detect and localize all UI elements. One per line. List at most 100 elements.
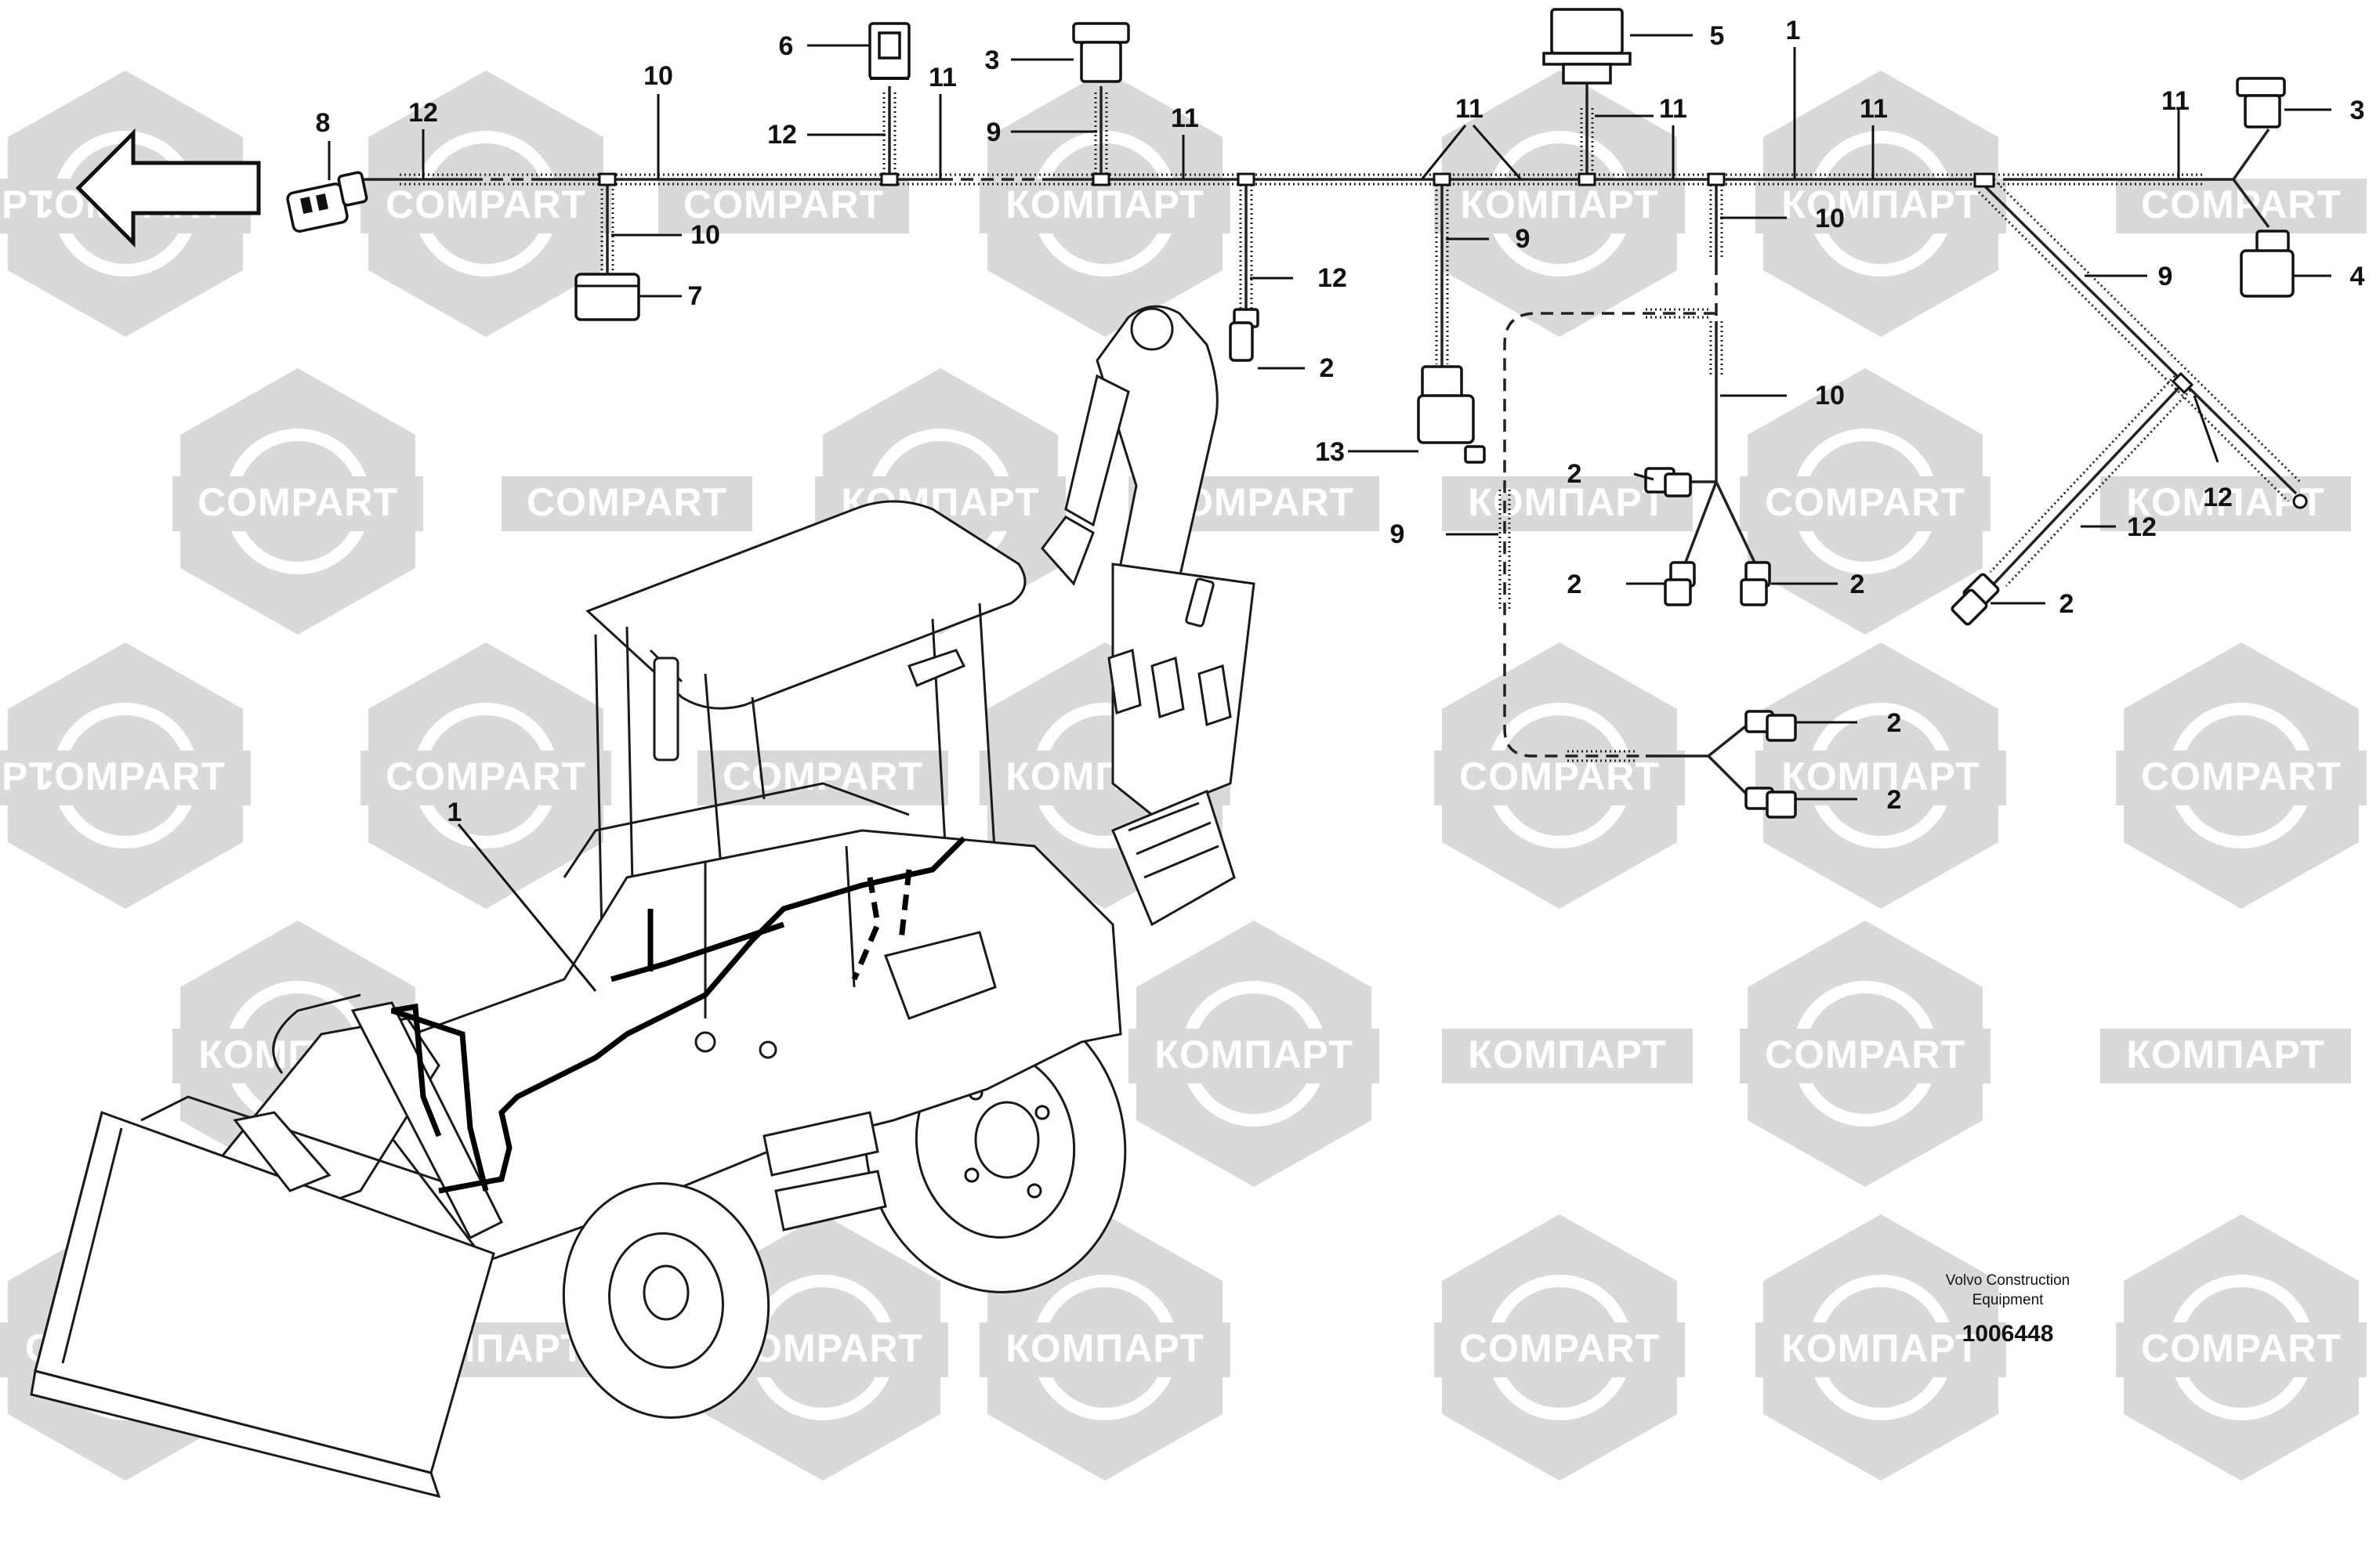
watermark-band [2100,1029,2351,1083]
machine-harness [390,836,966,1194]
watermark-band [1740,1029,1991,1083]
watermark-band [360,751,611,805]
callout-5: 5 [1710,21,1725,51]
watermark-text: COMPART [1765,1033,1965,1076]
watermark-text: COMPART [1765,480,1965,524]
connector-3-top [1072,22,1130,83]
control-box [1111,789,1236,927]
watermark-text: КОМПАРТ [1005,1326,1204,1370]
callout-9: 9 [987,118,1002,147]
callouts: 8 12 10 10 7 6 12 11 3 9 11 12 2 11 9 13… [316,16,2365,827]
watermark-band [1740,476,1991,531]
credit-block: Volvo Construction Equipment 1006448 [1946,1272,2070,1347]
callout-3: 3 [2350,96,2365,125]
callout-2: 2 [2059,589,2074,619]
callout-10: 10 [690,220,720,250]
watermark-text: КОМПАРТ [1154,1033,1353,1076]
callout-6: 6 [779,31,794,61]
callout-3: 3 [985,45,1000,75]
credit-line-2: Equipment [1972,1292,2045,1308]
callout-4: 4 [2350,262,2365,291]
callout-2: 2 [1850,570,1865,599]
callout-12: 12 [2203,483,2233,512]
watermark-text: PT [2,754,53,798]
watermark-text: COMPART [527,480,727,524]
watermark-text: PT [2,183,53,226]
connector-3-right [2236,77,2286,128]
callout-2: 2 [1887,708,1902,738]
connector-5 [1542,8,1632,85]
front-wheel [562,1182,770,1419]
watermark-band [502,476,752,531]
watermark-band [1442,1029,1693,1083]
watermark-text: COMPART [25,754,226,798]
callout-10: 10 [643,61,673,91]
watermark-text: COMPART [1459,1326,1660,1370]
watermark-band [2100,476,2351,531]
callout-12: 12 [1317,263,1347,293]
watermark-text: COMPART [2141,754,2342,798]
callout-2: 2 [1887,785,1902,815]
connector-2-b [1644,467,1692,497]
credit-line-1: Volvo Construction [1946,1272,2070,1289]
watermark-band [980,1322,1230,1377]
connector-2-g [1951,573,2000,626]
connector-2-a [1229,308,1259,362]
callout-13: 13 [1315,437,1345,467]
connector-2-f [1744,787,1797,819]
watermark-band [360,179,611,233]
watermark-text: КОМПАРТ [1468,1033,1666,1076]
watermark-text: COMPART [386,183,586,226]
callout-10: 10 [1815,204,1845,233]
connector-7 [574,273,640,321]
callout-11: 11 [929,63,957,92]
callout-11: 11 [1659,94,1687,124]
watermark-band [0,179,43,233]
callout-9: 9 [1390,519,1405,549]
connector-2-c [1664,561,1696,606]
watermark-band [1755,1322,2006,1377]
callout-1: 1 [447,798,462,827]
watermark-band [172,476,423,531]
watermark-band [1755,751,2006,805]
connector-6 [868,22,911,80]
callout-2: 2 [1567,570,1582,599]
watermark-band [2116,1322,2367,1377]
watermark-text: COMPART [683,183,884,226]
connector-4 [2240,230,2295,298]
watermark-text: КОМПАРТ [1781,183,1980,226]
watermark-band [2116,751,2367,805]
callout-10: 10 [1815,381,1845,411]
callout-11: 11 [1860,94,1888,124]
watermark-text: COMPART [386,754,586,798]
loader-bucket [30,1001,504,1499]
harness-trunk [353,74,2308,797]
backhoe-arm [1041,305,1255,816]
callout-9: 9 [2158,262,2173,291]
connector-2-e [1744,710,1797,742]
watermark-band [1434,179,1685,233]
watermark-text: КОМПАРТ [1005,183,1204,226]
callout-7: 7 [688,281,703,311]
watermark-text: COMPART [2141,1326,2342,1370]
watermark-band [658,179,909,233]
arrow-left-outline-icon [75,128,261,248]
callout-1: 1 [1786,16,1801,45]
callout-11: 11 [1455,94,1483,124]
callout-2: 2 [1567,459,1582,489]
connector-8 [286,171,368,233]
callout-12: 12 [767,120,797,150]
connector-13 [1417,365,1486,464]
callout-12: 12 [2127,512,2157,542]
watermark-band [1434,1322,1685,1377]
watermark-text: КОМПАРТ [2126,1033,2324,1076]
backhoe-loader [30,305,1255,1499]
watermark-text: КОМПАРТ [1781,754,1980,798]
cab [585,500,1027,1011]
watermark-text: COMPART [723,754,923,798]
leader-lines [328,34,2331,992]
watermark-text: COMPART [1459,754,1660,798]
watermark-band [1755,179,2006,233]
watermark-band [0,751,43,805]
